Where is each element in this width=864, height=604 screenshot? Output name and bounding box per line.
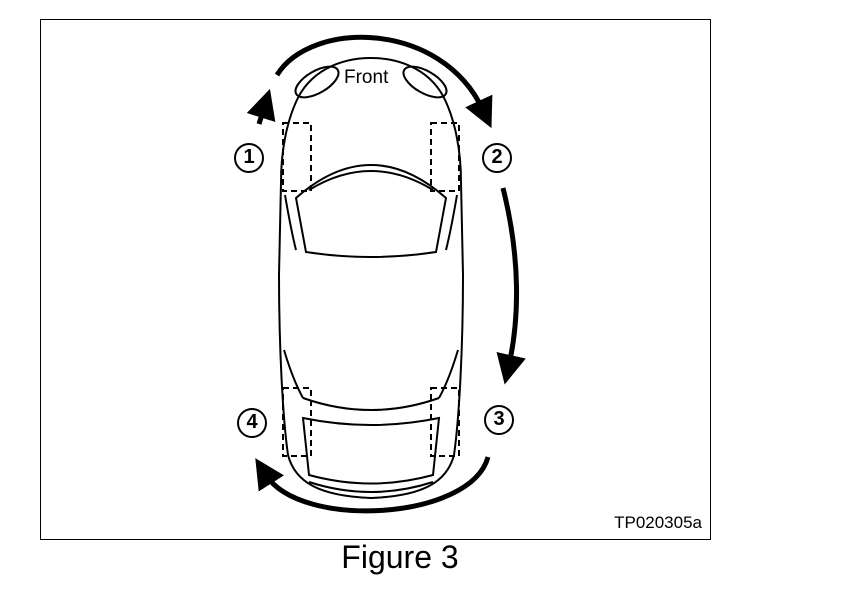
diagram-frame: Front 1 2 3 4 TP020305a (40, 19, 711, 540)
headlight-right (402, 65, 448, 99)
hood-line (308, 170, 434, 191)
car-top-view-icon (277, 56, 465, 500)
trunk-panel (301, 416, 441, 485)
arrow-3-to-4 (255, 456, 491, 514)
tire-position-outline-icon (282, 122, 460, 457)
windshield (294, 164, 448, 258)
figure-caption: Figure 3 (341, 539, 459, 575)
position-marker-1: 1 (234, 143, 264, 173)
position-marker-4: 4 (237, 408, 267, 438)
tire-front-left (282, 122, 312, 192)
c-pillar-right (438, 349, 459, 399)
c-pillar-left (283, 349, 304, 399)
rear-bumper-line (308, 481, 434, 493)
tire-rear-left (282, 387, 312, 457)
rotation-arrow-icon (246, 34, 526, 514)
rotation-diagram-svg (246, 34, 526, 514)
front-label: Front (344, 67, 389, 88)
reference-code: TP020305a (614, 513, 702, 532)
position-marker-3: 3 (484, 405, 514, 435)
rear-window (302, 397, 440, 411)
position-marker-2: 2 (482, 143, 512, 173)
arrow-1-to-front (246, 88, 276, 125)
tire-rear-right (430, 387, 460, 457)
headlight-left (294, 65, 340, 99)
a-pillar-right (445, 194, 458, 251)
arrow-front-to-2 (274, 34, 493, 129)
car-body-outline (277, 56, 465, 500)
arrow-2-to-3 (496, 187, 526, 385)
a-pillar-left (284, 194, 297, 251)
tire-front-right (430, 122, 460, 192)
